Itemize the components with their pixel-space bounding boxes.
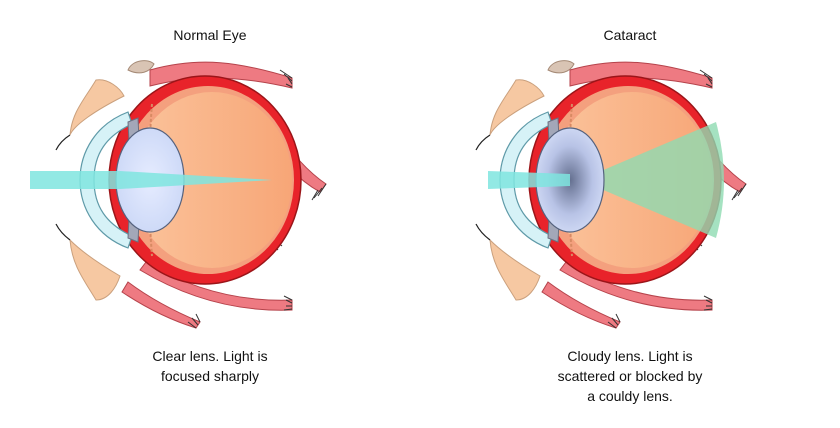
light-beam bbox=[488, 171, 570, 189]
cornea bbox=[79, 111, 133, 249]
cataract-caption: Cloudy lens. Light is scattered or block… bbox=[420, 346, 840, 406]
normal-eye-diagram bbox=[30, 60, 327, 329]
scattered-light bbox=[580, 122, 724, 238]
eyelash-upper bbox=[55, 134, 71, 151]
cornea bbox=[499, 111, 553, 249]
eyelid-upper bbox=[489, 79, 545, 136]
caption-line: a couldy lens. bbox=[587, 388, 673, 404]
caption-line: focused sharply bbox=[160, 368, 260, 384]
caption-line: Cloudy lens. Light is bbox=[567, 348, 693, 364]
light-beam bbox=[30, 171, 272, 189]
eyelash-lower bbox=[55, 223, 71, 241]
fat-tissue bbox=[547, 60, 575, 74]
caption-line: scattered or blocked by bbox=[557, 368, 703, 384]
caption-line: Clear lens. Light is bbox=[152, 348, 268, 364]
normal-eye-title: Normal Eye bbox=[173, 27, 247, 43]
cataract-panel: Cataract bbox=[420, 0, 840, 428]
normal-eye-caption: Clear lens. Light is focused sharply bbox=[0, 346, 420, 386]
cataract-diagram bbox=[475, 60, 747, 329]
eyelid-upper bbox=[69, 79, 125, 136]
eyelash-lower bbox=[475, 223, 491, 241]
eyelid-lower bbox=[489, 238, 541, 301]
fat-tissue bbox=[127, 60, 155, 74]
eyelash-upper bbox=[475, 134, 491, 151]
cataract-title: Cataract bbox=[603, 27, 657, 43]
normal-eye-panel: Normal Eye bbox=[0, 27, 420, 386]
eyelid-lower bbox=[69, 238, 121, 301]
